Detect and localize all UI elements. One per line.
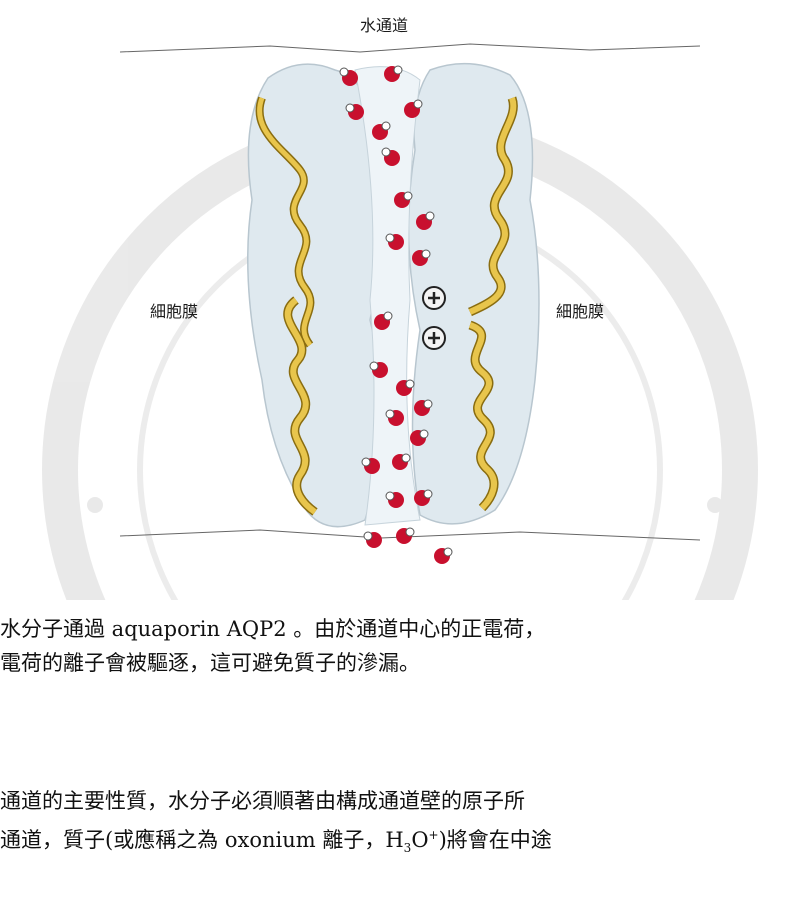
membrane-top-line bbox=[120, 44, 700, 52]
caption-line-1: 水分子通過 aquaporin AQP2 。由於通道中心的正電荷， bbox=[0, 612, 545, 646]
positive-charge-icon bbox=[423, 327, 445, 349]
superscript-plus: + bbox=[429, 828, 439, 842]
water-molecule bbox=[396, 528, 414, 544]
body-text-o: O bbox=[411, 828, 428, 852]
positive-charge-icon bbox=[423, 287, 445, 309]
membrane-label-right: 細胞膜 bbox=[556, 298, 604, 322]
figure-drawing bbox=[0, 0, 795, 600]
water-molecule bbox=[396, 380, 414, 396]
body-text-line-2: 通道，質子(或應稱之為 oxonium 離子，H3O+)將會在中途 bbox=[0, 818, 552, 865]
caption-line-2: 電荷的離子會被驅逐，這可避免質子的滲漏。 bbox=[0, 646, 420, 680]
body-text-prefix: 通道，質子(或應稱之為 oxonium 離子，H bbox=[0, 828, 404, 852]
water-molecule bbox=[364, 532, 382, 548]
aquaporin-figure: 水通道 細胞膜 細胞膜 bbox=[0, 0, 795, 600]
body-text-line-1: 通道的主要性質，水分子必須順著由構成通道壁的原子所 bbox=[0, 784, 525, 818]
membrane-label-left: 細胞膜 bbox=[150, 298, 198, 322]
body-text-suffix: )將會在中途 bbox=[439, 828, 552, 852]
water-molecule bbox=[434, 548, 452, 564]
figure-title: 水通道 bbox=[360, 12, 408, 36]
